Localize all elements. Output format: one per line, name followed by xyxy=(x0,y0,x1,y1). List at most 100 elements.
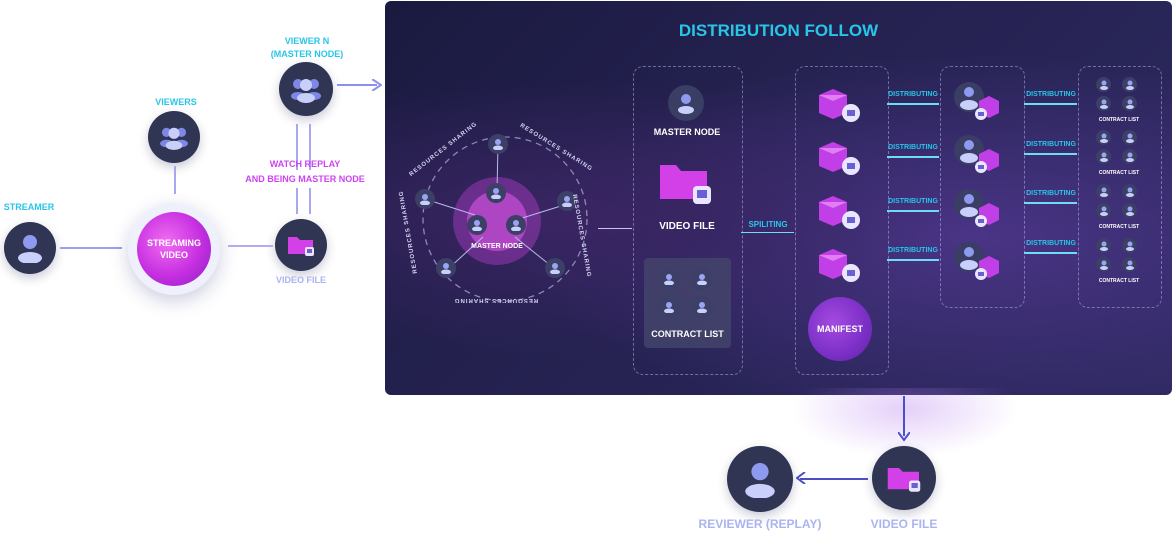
user-icon xyxy=(745,463,775,498)
contract-node xyxy=(658,296,680,318)
video-to-reviewer-connector xyxy=(800,478,868,480)
user-icon xyxy=(1125,99,1134,109)
user-icon xyxy=(1099,152,1108,162)
contract-list-small-label: CONTRACT LIST xyxy=(1098,117,1140,123)
user-icon xyxy=(441,263,451,274)
folder-icon xyxy=(887,468,921,492)
distributing-line-2 xyxy=(1024,153,1077,155)
master-box xyxy=(633,66,743,375)
user-icon xyxy=(493,139,503,150)
group-icon xyxy=(291,79,321,103)
streamer-node xyxy=(4,222,56,274)
contract-node xyxy=(1122,203,1137,218)
peer-node xyxy=(488,134,508,154)
manifest-label: MANIFEST xyxy=(817,324,863,334)
contract-lists-box xyxy=(1078,66,1162,308)
contract-node xyxy=(1122,130,1137,145)
resources-sharing-label: RESOURCES SHARING xyxy=(453,297,539,303)
video-file-node-bottom xyxy=(872,446,936,510)
contract-list-small-label: CONTRACT LIST xyxy=(1098,278,1140,284)
user-icon xyxy=(1125,187,1134,197)
contract-node xyxy=(658,268,680,290)
distributing-label: DISTRIBUTING xyxy=(888,144,938,151)
streaming-video-label: STREAMING VIDEO xyxy=(147,238,201,260)
contract-node xyxy=(1122,96,1137,111)
distributing-line xyxy=(887,259,939,261)
resource-ring xyxy=(422,136,588,302)
contract-node xyxy=(1096,184,1111,199)
contract-node xyxy=(1096,130,1111,145)
cube-icon xyxy=(819,142,860,175)
user-icon xyxy=(1125,260,1134,270)
contract-list-label: CONTRACT LIST xyxy=(651,329,724,339)
master-node-center xyxy=(467,215,487,235)
streamer-connector xyxy=(60,247,122,249)
contract-node xyxy=(1122,238,1137,253)
peer-node xyxy=(545,258,565,278)
master-node-icon-wrap xyxy=(668,85,704,121)
user-icon xyxy=(697,274,707,285)
reviewer-label: REVIEWER (REPLAY) xyxy=(698,517,822,531)
distributing-line xyxy=(887,103,939,105)
distributing-label: DISTRIBUTING xyxy=(1026,91,1076,98)
user-icon xyxy=(472,220,482,231)
user-icon xyxy=(1125,80,1134,90)
distributing-label: DISTRIBUTING xyxy=(1026,141,1076,148)
master-node-center-label: MASTER NODE xyxy=(471,243,523,250)
user-cube-icon xyxy=(954,242,999,280)
video-file-node-left xyxy=(275,219,327,271)
peers-box xyxy=(940,66,1025,308)
user-icon xyxy=(1099,99,1108,109)
distributing-line-2 xyxy=(1024,103,1077,105)
viewer-n-label: VIEWER N (MASTER NODE) xyxy=(270,36,344,59)
arrow-to-panel xyxy=(337,84,377,86)
user-cube-icon xyxy=(954,189,999,227)
video-file-bottom-label: VIDEO FILE xyxy=(870,517,938,531)
distributing-line-2 xyxy=(1024,252,1077,254)
contract-node xyxy=(1096,77,1111,92)
cube-icon xyxy=(819,89,860,122)
replay-arrow-up xyxy=(296,124,298,170)
cube-icon xyxy=(819,196,860,229)
contract-list-small-label: CONTRACT LIST xyxy=(1098,170,1140,176)
user-icon xyxy=(1125,206,1134,216)
master-node-center xyxy=(506,215,526,235)
contract-list-box: CONTRACT LIST xyxy=(644,258,731,348)
user-icon xyxy=(562,196,572,207)
master-node-center xyxy=(486,183,506,203)
user-icon xyxy=(678,94,694,114)
user-icon xyxy=(1125,152,1134,162)
streamer-label: STREAMER xyxy=(3,202,55,212)
arrow-left-icon xyxy=(796,472,806,484)
peer-node xyxy=(436,258,456,278)
distributing-line xyxy=(887,156,939,158)
viewers-connector xyxy=(174,166,176,194)
streaming-video-node: STREAMING VIDEO xyxy=(137,212,211,286)
user-icon xyxy=(697,302,707,313)
distributing-label: DISTRIBUTING xyxy=(888,247,938,254)
master-node-label: MASTER NODE xyxy=(653,127,721,137)
contract-node xyxy=(1122,257,1137,272)
user-icon xyxy=(664,274,674,285)
chunks-box xyxy=(795,66,889,375)
panel-to-video-connector xyxy=(903,396,905,436)
viewers-label: VIEWERS xyxy=(155,97,197,107)
user-icon xyxy=(420,194,430,205)
folder-icon xyxy=(288,237,314,256)
reviewer-node xyxy=(727,446,793,512)
contract-list-small-label: CONTRACT LIST xyxy=(1098,224,1140,230)
user-icon xyxy=(1099,187,1108,197)
contract-node xyxy=(1096,96,1111,111)
peer-node xyxy=(557,191,577,211)
replay-arrow-up-2 xyxy=(296,188,298,214)
video-file-left-connector xyxy=(228,245,273,247)
distributing-line-2 xyxy=(1024,202,1077,204)
user-icon xyxy=(1125,241,1134,251)
replay-arrow-down xyxy=(309,124,311,170)
user-icon xyxy=(1125,133,1134,143)
user-icon xyxy=(1099,80,1108,90)
arrow-down-icon xyxy=(898,432,910,442)
manifest-node: MANIFEST xyxy=(808,297,872,361)
peer-node xyxy=(415,189,435,209)
video-file-label-panel: VIDEO FILE xyxy=(659,221,715,232)
